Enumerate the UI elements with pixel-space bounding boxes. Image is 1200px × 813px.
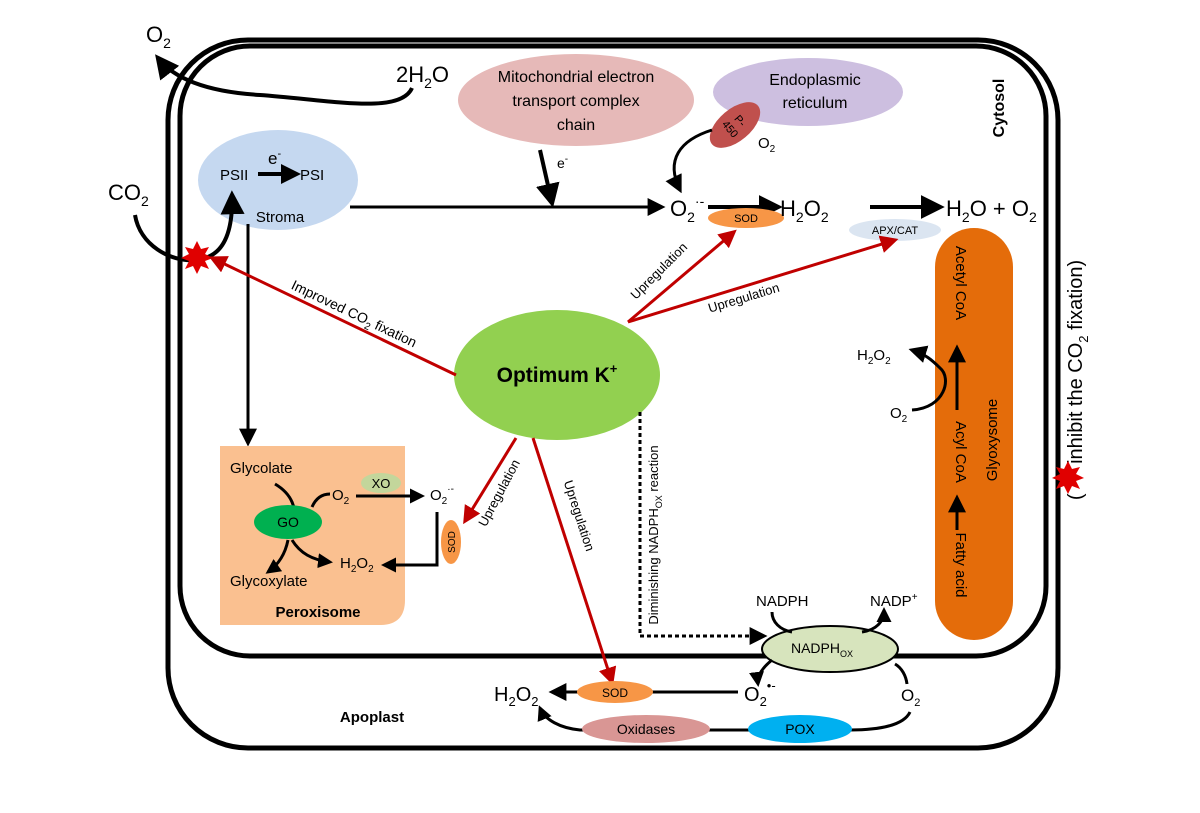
superoxide-main-label: O2·- (670, 193, 705, 225)
er-label-2: reticulum (783, 95, 848, 112)
h2o2-main-label: H2O2 (780, 196, 829, 225)
glycoxylate-label: Glycoxylate (230, 573, 308, 590)
pox-label: POX (785, 721, 815, 737)
p450-to-superoxide-arrow (665, 128, 713, 194)
upregulation-perox-sod-arrow (463, 437, 518, 525)
go-to-o2-arc (310, 492, 331, 508)
fatty-acid-label: Fatty acid (952, 532, 969, 597)
nadph-into-ox-arc (770, 611, 793, 634)
mito-label-1: Mitochondrial electron (498, 69, 655, 86)
oxidases-label: Oxidases (617, 721, 675, 737)
nadphox-label: NADPHOX (791, 640, 853, 659)
ox-to-nadp-arrow (861, 607, 892, 634)
o2-perox-label: O2 (332, 487, 350, 507)
upregulation-sod-arrow (627, 229, 737, 324)
o2-p450-label: O2 (758, 135, 776, 155)
sod-apo-ellipse (577, 681, 653, 703)
pox-ellipse (748, 715, 852, 743)
peroxisome-box (220, 446, 405, 625)
improved-co2-label: Improved CO2 fixation (287, 277, 419, 354)
h2o2-glyox-label: H2O2 (857, 347, 891, 367)
er-label-1: Endoplasmic (769, 72, 861, 89)
oxidases-ellipse (582, 715, 710, 743)
psi-label: PSI (300, 167, 324, 184)
o2-apo-into-ox-arc (894, 662, 909, 685)
optimum-k-label: Optimum K+ (497, 361, 618, 387)
superoxide-perox-label: O2·- (430, 484, 454, 507)
glycolate-label: Glycolate (230, 460, 293, 477)
co2-in-arrow (133, 214, 196, 263)
apx-cat-ellipse (849, 219, 941, 241)
mito-label-3: chain (557, 117, 595, 134)
legend-text: ( inhibit the CO2 fixation) (1065, 260, 1091, 500)
nadphox-ellipse (761, 625, 899, 673)
upregulation-apo-sod-arrow (531, 437, 617, 686)
improved-co2-arrow (208, 256, 457, 377)
sod-apo-label: SOD (602, 686, 628, 700)
glyoxysome-rect (935, 228, 1013, 640)
stroma-label: Stroma (256, 209, 305, 226)
mito-e-label: e- (557, 154, 568, 171)
o2-apo-label: O2 (901, 686, 920, 709)
peroxisome-label: Peroxisome (275, 604, 360, 621)
h2o2-perox-label: H2O2 (340, 555, 374, 575)
apoplast-label: Apoplast (340, 709, 404, 726)
acyl-coa-label: Acyl CoA (952, 421, 969, 483)
superoxide-to-h2o2-perox-arrow (381, 512, 439, 573)
cytosol-label: Cytosol (991, 79, 1008, 138)
sod-perox-label: SOD (447, 531, 458, 553)
nadph-label: NADPH (756, 593, 809, 610)
upregulation-sod-label: Upregulation (627, 239, 690, 302)
go-to-h2o2-arrow (290, 539, 333, 569)
o2-top-label: O2 (146, 22, 171, 51)
chloro-e-label: e- (268, 148, 281, 168)
co2-left-label: CO2 (108, 180, 149, 209)
upregulation-apx-arrow (627, 235, 899, 324)
o2-glyox-label: O2 (890, 405, 908, 425)
optimum-k-ellipse (454, 310, 660, 440)
h2o2-apo-label: H2O2 (494, 684, 538, 709)
xo-label: XO (372, 476, 391, 491)
cell-wall (165, 37, 1061, 751)
superoxide-apo-label: O2•- (744, 678, 776, 709)
legend-burst-icon (1052, 461, 1084, 494)
go-ellipse (254, 505, 322, 539)
go-to-glycoxylate-arc (265, 539, 290, 574)
ox-to-superoxide-arrow (749, 658, 773, 687)
acetyl-coa-label: Acetyl CoA (952, 246, 969, 320)
mitochondria-ellipse (458, 54, 694, 146)
p450-ellipse (709, 102, 761, 148)
co2-to-chloro-arrow (204, 190, 245, 260)
legend: ( inhibit the CO2 fixation) (1065, 260, 1091, 500)
er-ellipse (713, 58, 903, 126)
two-h2o-label: 2H2O (396, 62, 449, 91)
diminishing-label: Diminishing NADPHOX reaction (646, 445, 664, 624)
go-label: GO (277, 514, 299, 530)
plasma-membrane (177, 43, 1049, 659)
h2o-o2-label: H2O + O2 (946, 196, 1037, 225)
glyoxysome-label: Glyoxysome (984, 399, 1001, 482)
diminishing-nadphox-arrow (638, 412, 768, 645)
mito-label-2: transport complex (512, 93, 639, 110)
water-split-arrow (155, 54, 414, 106)
apx-cat-label: APX/CAT (872, 225, 919, 237)
nadp-plus-label: NADP+ (870, 592, 918, 610)
xo-ellipse (361, 473, 401, 493)
glyox-o2-h2o2-arrow (908, 345, 947, 412)
sod-main-label: SOD (734, 213, 758, 225)
inhibition-burst-icon (181, 241, 213, 274)
psii-label: PSII (220, 167, 248, 184)
sod-perox-ellipse (441, 520, 461, 564)
sod-main-ellipse (708, 208, 784, 228)
mito-electron-arrow (536, 149, 560, 208)
